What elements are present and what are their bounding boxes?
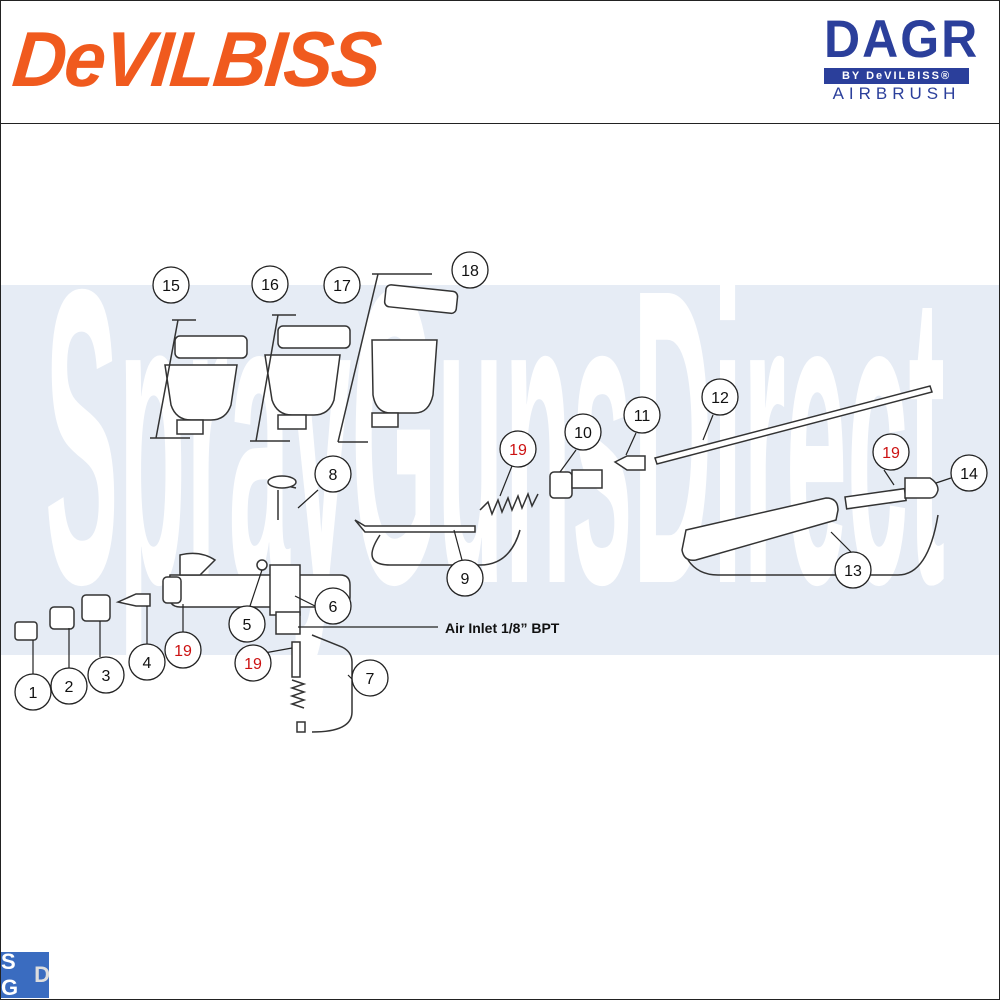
callout-4: 4 xyxy=(128,643,166,681)
parts xyxy=(14,273,939,733)
callout-19: 19 xyxy=(164,631,202,669)
callout-circle xyxy=(14,673,52,711)
callout-circle xyxy=(164,631,202,669)
dagr-logo-line: AIRBRUSH xyxy=(832,84,961,103)
callout-circle xyxy=(351,659,389,697)
callout-19: 19 xyxy=(499,430,537,468)
airbrush-body xyxy=(162,475,351,635)
cup-17 xyxy=(371,284,459,428)
callout-number: 8 xyxy=(329,467,338,484)
dagr-logo-main: DAGR xyxy=(824,9,980,69)
callout-circle xyxy=(152,266,190,304)
callout-14: 14 xyxy=(950,454,988,492)
valve-parts xyxy=(289,641,307,733)
callout-17: 17 xyxy=(323,266,361,304)
callout-circle xyxy=(234,644,272,682)
callout-8: 8 xyxy=(314,455,352,493)
callout-circle xyxy=(499,430,537,468)
callout-circle xyxy=(564,413,602,451)
callout-number: 19 xyxy=(509,442,527,459)
callout-11: 11 xyxy=(623,396,661,434)
callout-circle xyxy=(701,378,739,416)
nozzle-parts xyxy=(14,593,151,641)
callout-1: 1 xyxy=(14,673,52,711)
callout-number: 4 xyxy=(143,655,152,672)
callout-number: 2 xyxy=(65,679,74,696)
callout-12: 12 xyxy=(701,378,739,416)
callout-circle xyxy=(314,587,352,625)
callout-16: 16 xyxy=(251,265,289,303)
devilbiss-logo: DeVILBISS xyxy=(9,15,384,103)
cup-16 xyxy=(264,325,351,430)
callout-13: 13 xyxy=(834,551,872,589)
air-inlet-label: Air Inlet 1/8” BPT xyxy=(445,620,560,636)
callout-circle xyxy=(228,605,266,643)
dagr-logo-sub: BY DeVILBISS® xyxy=(824,68,969,84)
callout-number: 15 xyxy=(162,278,180,295)
callout-number: 9 xyxy=(461,571,470,588)
callout-number: 10 xyxy=(574,425,592,442)
callout-9: 9 xyxy=(446,559,484,597)
callout-number: 3 xyxy=(102,668,111,685)
callout-circle xyxy=(314,455,352,493)
callout-18: 18 xyxy=(451,251,489,289)
callout-number: 18 xyxy=(461,263,479,280)
callout-number: 6 xyxy=(329,599,338,616)
callout-3: 3 xyxy=(87,656,125,694)
callout-number: 19 xyxy=(244,656,262,673)
callout-number: 12 xyxy=(711,390,729,407)
callout-number: 13 xyxy=(844,563,862,580)
callout-circle xyxy=(623,396,661,434)
callout-number: 11 xyxy=(634,408,651,425)
callout-number: 7 xyxy=(366,671,375,688)
handle-parts xyxy=(681,477,939,562)
callout-circle xyxy=(451,251,489,289)
exploded-parts-diagram: SprayGunsDirect xyxy=(1,203,999,733)
trigger-and-spring xyxy=(354,385,933,533)
callout-circle xyxy=(87,656,125,694)
callout-number: 1 xyxy=(29,685,38,702)
callout-circle xyxy=(50,667,88,705)
callout-number: 5 xyxy=(243,617,252,634)
callout-15: 15 xyxy=(152,266,190,304)
callout-19: 19 xyxy=(234,644,272,682)
callout-circle xyxy=(950,454,988,492)
callout-circle xyxy=(872,433,910,471)
callout-circle xyxy=(446,559,484,597)
callout-7: 7 xyxy=(351,659,389,697)
dagr-logo: DAGR BY DeVILBISS® AIRBRUSH xyxy=(824,9,980,104)
callout-2: 2 xyxy=(50,667,88,705)
callout-circle xyxy=(323,266,361,304)
callout-circle xyxy=(834,551,872,589)
callout-6: 6 xyxy=(314,587,352,625)
callout-5: 5 xyxy=(228,605,266,643)
callout-number: 17 xyxy=(333,278,351,295)
callout-number: 16 xyxy=(261,277,279,294)
callout-circle xyxy=(251,265,289,303)
callout-19: 19 xyxy=(872,433,910,471)
cup-15 xyxy=(164,335,248,435)
callout-circle xyxy=(128,643,166,681)
callout-number: 14 xyxy=(960,466,978,483)
callout-number: 19 xyxy=(174,643,192,660)
header: DeVILBISS DAGR BY DeVILBISS® AIRBRUSH xyxy=(0,0,1000,124)
callout-number: 19 xyxy=(882,445,900,462)
callout-10: 10 xyxy=(564,413,602,451)
